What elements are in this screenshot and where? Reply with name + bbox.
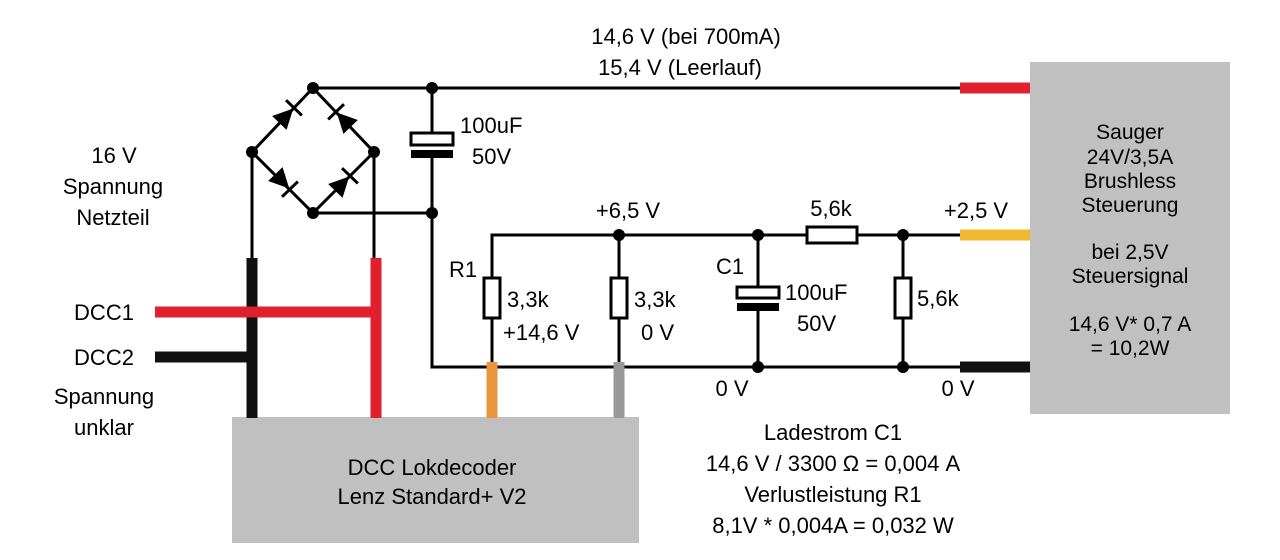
- dcc2-label: DCC2: [74, 345, 134, 370]
- supply-idle-voltage-label: 15,4 V (Leerlauf): [598, 55, 762, 80]
- junction-dot: [752, 229, 764, 241]
- series-resistor: [805, 225, 859, 245]
- junction-dot: [426, 207, 438, 219]
- input-voltage-label: 16 V: [91, 143, 137, 168]
- c1-name-label: C1: [716, 254, 744, 279]
- dcc-note-line2: unklar: [74, 415, 134, 440]
- r2-value-label: 3,3k: [634, 287, 677, 312]
- sauger-line6: Steuersignal: [1072, 265, 1189, 288]
- output-voltage-label: +2,5 V: [944, 198, 1009, 223]
- supply-voltage-label: 14,6 V (bei 700mA): [591, 24, 781, 49]
- divider-node-voltage-label: +6,5 V: [596, 198, 661, 223]
- dcc-note-line1: Spannung: [54, 384, 154, 409]
- decoder-line1: DCC Lokdecoder: [348, 455, 517, 480]
- diode-4-icon: [328, 167, 359, 198]
- junction-dot: [246, 146, 258, 158]
- main-capacitor-minus-plate: [411, 150, 453, 158]
- main-capacitor-plus-plate: [409, 131, 455, 147]
- sauger-line2: 24V/3,5A: [1087, 146, 1173, 169]
- decoder-line2: Lenz Standard+ V2: [338, 484, 527, 509]
- c1-value-label: 100uF: [785, 280, 847, 305]
- ground-label-2: 0 V: [941, 376, 974, 401]
- diode-2-icon: [327, 103, 358, 134]
- junction-dot: [307, 82, 319, 94]
- junction-dot: [897, 361, 909, 373]
- diode-3-icon: [268, 167, 299, 198]
- sauger-line5: bei 2,5V: [1091, 241, 1168, 264]
- main-cap-voltage-label: 50V: [472, 144, 511, 169]
- junction-dot: [307, 207, 319, 219]
- dcc-decoder-box: [232, 417, 639, 543]
- r1-resistor: [482, 276, 502, 320]
- notes-line3: Verlustleistung R1: [744, 482, 921, 507]
- sauger-line3: Brushless: [1084, 170, 1176, 193]
- r1-voltage-label: +14,6 V: [503, 320, 580, 345]
- sauger-line1: Sauger: [1096, 121, 1164, 144]
- junction-dot: [752, 361, 764, 373]
- ground-label-1: 0 V: [715, 376, 748, 401]
- notes-line4: 8,1V * 0,004A = 0,032 W: [712, 513, 954, 538]
- r2-voltage-label: 0 V: [641, 320, 674, 345]
- sauger-line7: 14,6 V* 0,7 A: [1069, 313, 1192, 336]
- notes-line1: Ladestrom C1: [764, 420, 902, 445]
- sauger-line4: Steuerung: [1082, 194, 1179, 217]
- junction-dot: [368, 146, 380, 158]
- input-spannung-label: Spannung: [63, 174, 163, 199]
- r1-name-label: R1: [449, 257, 477, 282]
- junction-dot: [897, 229, 909, 241]
- r2-resistor: [609, 276, 629, 320]
- r1-value-label: 3,3k: [507, 287, 550, 312]
- input-netzteil-label: Netzteil: [76, 205, 149, 230]
- c1-voltage-label: 50V: [797, 311, 836, 336]
- notes-line2: 14,6 V / 3300 Ω = 0,004 A: [706, 451, 961, 476]
- series-resistor-value-label: 5,6k: [810, 196, 853, 221]
- c1-plus-plate: [735, 285, 781, 300]
- sauger-controller-box: [1030, 62, 1230, 414]
- c1-minus-plate: [737, 303, 779, 311]
- shunt-resistor: [893, 276, 913, 320]
- diode-1-icon: [272, 99, 303, 130]
- sauger-line8: = 10,2W: [1091, 337, 1170, 360]
- shunt-resistor-value-label: 5,6k: [917, 286, 960, 311]
- junction-dot: [613, 229, 625, 241]
- junction-dot: [426, 82, 438, 94]
- dcc1-label: DCC1: [74, 300, 134, 325]
- main-cap-value-label: 100uF: [460, 113, 522, 138]
